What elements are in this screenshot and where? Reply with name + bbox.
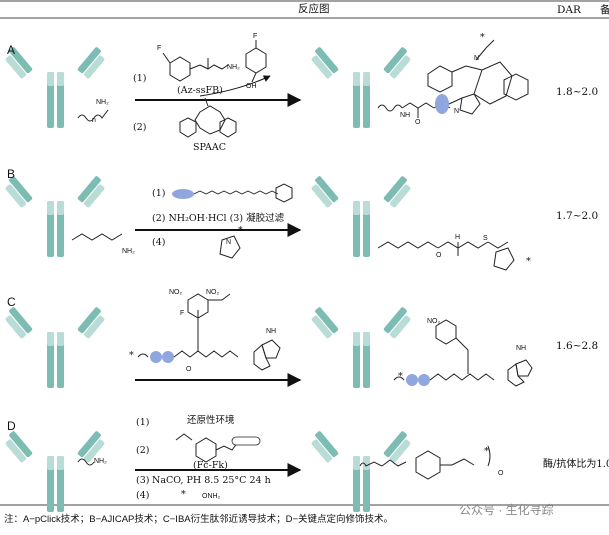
row-c-chem — [135, 293, 533, 387]
row-a-product-n2: N — [474, 55, 480, 62]
antibody-b-left — [5, 176, 105, 257]
row-b-label: B — [7, 167, 16, 181]
row-c-no2-b: NO₂ — [206, 289, 220, 296]
antibody-a-right — [311, 47, 411, 128]
row-d-product-o: O — [498, 470, 504, 477]
row-a-oh: OH — [246, 83, 257, 90]
row-d-tag — [231, 436, 261, 446]
row-c-o: O — [186, 366, 192, 373]
row-b-step4: (4) — [152, 237, 166, 248]
row-a-o: O — [415, 119, 421, 126]
row-a-n3: NH₂ — [227, 64, 240, 71]
row-d-step2: (2) — [136, 445, 150, 456]
row-b-product-star: * — [526, 256, 531, 267]
row-a-reagent: (Az-ssFB) — [177, 85, 223, 96]
row-a-product-n: N — [454, 108, 460, 115]
row-b-blob — [172, 189, 194, 199]
row-c-product-nh: NH — [516, 345, 527, 352]
row-c-star: * — [129, 350, 134, 361]
row-d-step1: (1) — [136, 417, 150, 428]
row-c-f: F — [180, 310, 185, 317]
row-a-blob — [435, 94, 449, 114]
row-b-step23: (2) NH₂OH·HCl (3) 凝胶过滤 — [152, 213, 285, 224]
row-c-product-star: * — [398, 371, 403, 382]
row-d-label: D — [7, 419, 16, 433]
row-c-blob-s — [150, 351, 162, 363]
row-d-cond: NaCO, PH 8.5 25°C 24 h — [152, 475, 271, 486]
row-c-product-blob-s — [406, 374, 418, 386]
row-a-nh: NH — [400, 112, 411, 119]
antibody-d-left — [5, 431, 105, 512]
row-a-chem — [77, 39, 529, 138]
antibody-c-right — [311, 307, 411, 388]
footnote: 注：A−pClick技术；B−AJICAP技术；C−IBA衍生肽邻近诱导技术；D… — [4, 514, 394, 525]
row-d-dar: 酶/抗体比为1.0 — [543, 459, 609, 470]
row-a-f1: F — [157, 45, 162, 52]
row-b-step1: (1) — [152, 188, 166, 199]
row-a-f2: F — [253, 33, 258, 40]
row-c-dar: 1.6~2.8 — [556, 340, 599, 352]
row-c-no2-a: NO₂ — [169, 289, 183, 296]
row-b-dar: 1.7~2.0 — [556, 210, 599, 222]
row-a-step1: (1) — [133, 73, 147, 84]
antibody-b-right — [311, 176, 411, 257]
row-d-product-star: * — [484, 446, 489, 457]
header-extra: 备 — [600, 4, 609, 16]
row-c-product-no2: NO₂ — [427, 318, 441, 325]
row-d-step3: (3) — [136, 475, 150, 486]
row-d-step1-text: 还原性环境 — [187, 415, 235, 426]
watermark: 公众号 · 生化寻踪 — [459, 503, 554, 517]
row-d-onh2: ONH₂ — [202, 493, 221, 500]
row-d-reagent: (Fc-Fk) — [193, 460, 228, 471]
row-d-nh2: NH₂ — [94, 458, 107, 465]
row-a-method: SPAAC — [193, 142, 227, 153]
header-dar: DAR — [557, 4, 581, 16]
row-b-s: S — [483, 235, 488, 242]
row-d-star: * — [181, 489, 186, 500]
row-c-product-blob-d — [418, 374, 430, 386]
row-a-step2: (2) — [133, 122, 147, 133]
row-c-label: C — [7, 295, 16, 309]
row-a-nh2: NH₂ — [96, 99, 109, 106]
row-b-chem — [71, 183, 515, 271]
row-b-n: N — [226, 239, 232, 246]
row-a-star: * — [480, 32, 485, 43]
row-b-star: * — [238, 225, 243, 236]
row-b-nh2: NH₂ — [122, 248, 135, 255]
row-a-dar: 1.8~2.0 — [556, 86, 599, 98]
row-d-step4: (4) — [136, 490, 150, 501]
row-d-chem — [77, 433, 491, 480]
row-a-label: A — [7, 43, 16, 57]
antibody-c-left — [5, 307, 105, 388]
antibodies — [5, 47, 411, 512]
row-c-nh: NH — [266, 328, 277, 335]
row-b-o: O — [436, 252, 442, 259]
row-c-blob-d — [162, 351, 174, 363]
antibody-d-right — [311, 431, 411, 512]
row-b-h: H — [455, 234, 461, 241]
row-a-n: n — [92, 117, 96, 124]
header-title: 反应图 — [298, 3, 330, 15]
antibody-a-left — [5, 47, 105, 128]
